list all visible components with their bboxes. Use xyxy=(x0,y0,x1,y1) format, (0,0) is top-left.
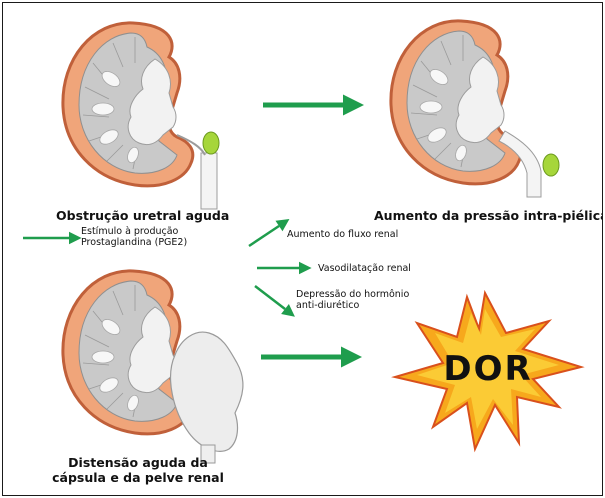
label-stimulus: Estímulo à produção Prostaglandina (PGE2… xyxy=(81,226,187,248)
label-depression-line1: Depressão do hormônio xyxy=(296,289,409,300)
kidney-icon xyxy=(391,21,541,197)
label-distension: Distensão aguda da cápsula e da pelve re… xyxy=(49,455,227,485)
label-depression-line2: anti-diurético xyxy=(296,300,409,311)
arrow-icon xyxy=(23,232,82,245)
arrow-icon xyxy=(263,95,364,116)
arrow-icon xyxy=(257,262,312,275)
stone-icon xyxy=(543,154,559,176)
label-pressure: Aumento da pressão intra-piélica xyxy=(374,208,603,223)
label-vasodilation: Vasodilatação renal xyxy=(318,263,411,274)
distended-pelvis xyxy=(171,332,243,451)
label-flow: Aumento do fluxo renal xyxy=(287,229,398,240)
label-distension-line1: Distensão aguda da xyxy=(49,455,227,470)
label-distension-line2: cápsula e da pelve renal xyxy=(49,470,227,485)
label-stimulus-line1: Estímulo à produção xyxy=(81,226,187,237)
arrow-icon xyxy=(261,347,362,368)
label-obstruction: Obstrução uretral aguda xyxy=(56,208,229,223)
pain-label: DOR xyxy=(438,349,538,389)
diagram-canvas xyxy=(3,3,602,495)
label-depression: Depressão do hormônio anti-diurético xyxy=(296,289,409,311)
label-stimulus-line2: Prostaglandina (PGE2) xyxy=(81,237,187,248)
arrow-icon xyxy=(255,286,299,322)
kidney-icon xyxy=(63,271,193,434)
stone-icon xyxy=(203,132,219,154)
kidney-icon xyxy=(63,23,217,209)
